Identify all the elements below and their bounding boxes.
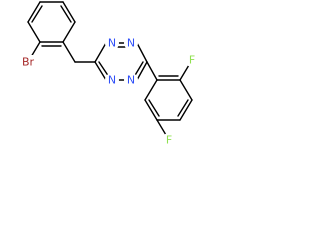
bond-df2: [179, 79, 193, 101]
bromine-bg: [18, 55, 38, 69]
bromophenyl-ring: [27, 1, 76, 63]
atom-labels: N N N N Br F F: [18, 36, 199, 147]
bond-bp4-double: [31, 5, 43, 23]
atom-bromine: Br: [22, 56, 35, 69]
bond-bp1: [62, 41, 76, 63]
atom-fluorine-top: F: [189, 54, 195, 67]
atom-n-bottom-right: N: [127, 74, 135, 87]
bond-c3-n2: [94, 42, 107, 63]
bond-df5-double: [148, 99, 160, 117]
bond-c6-aryl: [146, 61, 158, 81]
bond-df6: [144, 79, 158, 101]
bond-df3: [179, 99, 193, 121]
bond-c6-n5: [136, 61, 148, 81]
bond-n1-c6: [136, 42, 148, 63]
fluorine-bottom-bg: [162, 133, 176, 147]
fluorine-top-bg: [185, 53, 199, 67]
bond-bp6-double: [60, 5, 72, 23]
bond-df5: [144, 99, 158, 121]
n-bottom-right-bg: [124, 73, 138, 87]
atom-n-top-right: N: [127, 37, 135, 50]
atom-fluorine-bottom: F: [166, 134, 172, 147]
atom-n-bottom-left: N: [108, 74, 116, 87]
bond-bp3: [27, 21, 41, 43]
n-bottom-left-bg: [105, 73, 119, 87]
n-top-left-bg: [105, 36, 119, 50]
bond-n4-c3-double: [98, 61, 110, 78]
bond-bp6: [62, 1, 76, 23]
n-top-right-bg: [124, 36, 138, 50]
bond-df3-double: [177, 99, 189, 117]
atom-n-top-left: N: [108, 37, 116, 50]
bond-bp4: [27, 1, 41, 23]
difluorophenyl-ring: [144, 59, 193, 141]
tetrazine-ring: [94, 42, 148, 81]
bond-n4-c3: [94, 61, 107, 81]
bond-bp7: [62, 21, 76, 43]
molecule-structure: N N N N Br F F: [18, 1, 199, 147]
bond-c6-n5-double: [133, 61, 144, 78]
